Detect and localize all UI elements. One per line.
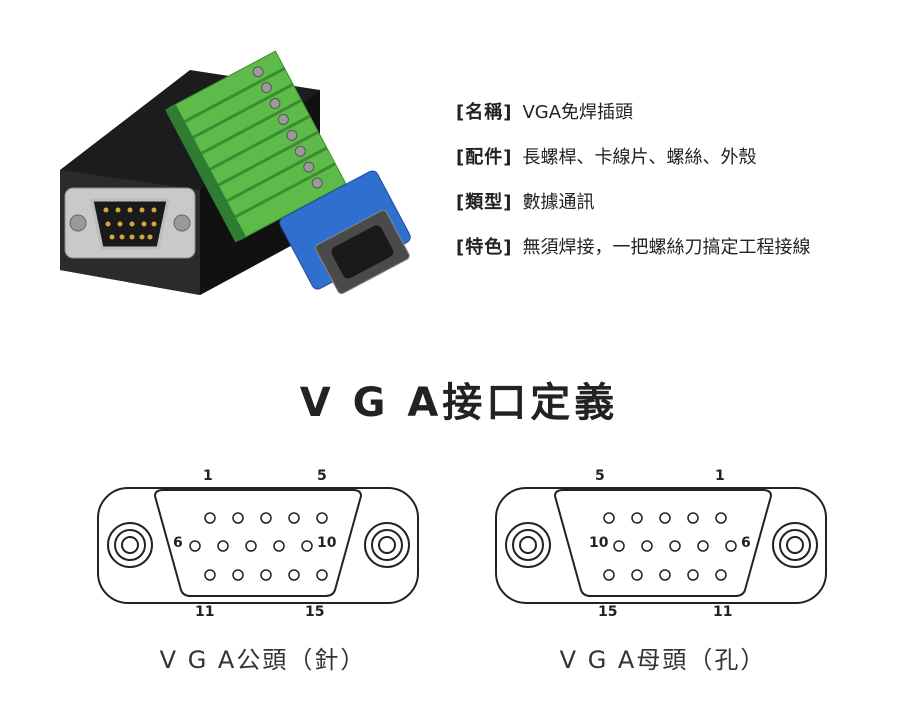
pin-label-1: 1 [203,468,213,484]
male-caption: V G A公頭（針） [159,646,367,674]
pin-label-5: 5 [595,468,605,484]
spec-row-accessories: [配件] 長螺桿、卡線片、螺絲、外殼 [456,133,810,178]
spec-value: 無須焊接，一把螺絲刀搞定工程接線 [522,236,811,258]
spec-value: VGA免焊插頭 [522,101,634,123]
pin-label-10: 10 [589,535,609,551]
spec-key: [名稱] [456,101,513,123]
pin-label-10: 10 [317,535,337,551]
pin-label-6: 6 [173,535,183,551]
spec-row-name: [名稱] VGA免焊插頭 [456,88,810,133]
pin-label-5: 5 [317,468,327,484]
spec-key: [類型] [456,191,513,213]
pin-label-11: 11 [195,604,215,620]
pin-label-15: 15 [598,604,618,620]
spec-key: [配件] [456,146,513,168]
pin-label-11: 11 [713,604,733,620]
pin-label-6: 6 [741,535,751,551]
vga-male-diagram: 1 5 6 10 11 15 [95,458,435,620]
vga-female-diagram: 5 1 10 6 15 11 [493,458,833,620]
female-caption: V G A母頭（孔） [559,646,767,674]
spec-value: 數據通訊 [522,191,595,213]
pin-label-1: 1 [715,468,725,484]
spec-row-type: [類型] 數據通訊 [456,178,810,223]
spec-row-feature: [特色] 無須焊接，一把螺絲刀搞定工程接線 [456,223,810,268]
spec-key: [特色] [456,236,513,258]
pin-label-15: 15 [305,604,325,620]
spec-list: [名稱] VGA免焊插頭 [配件] 長螺桿、卡線片、螺絲、外殼 [類型] 數據通… [456,88,810,268]
vga-adapter-illustration [60,50,411,295]
product-image [50,30,430,320]
section-title: V G A接口定義 [299,380,619,426]
spec-value: 長螺桿、卡線片、螺絲、外殼 [522,146,757,168]
